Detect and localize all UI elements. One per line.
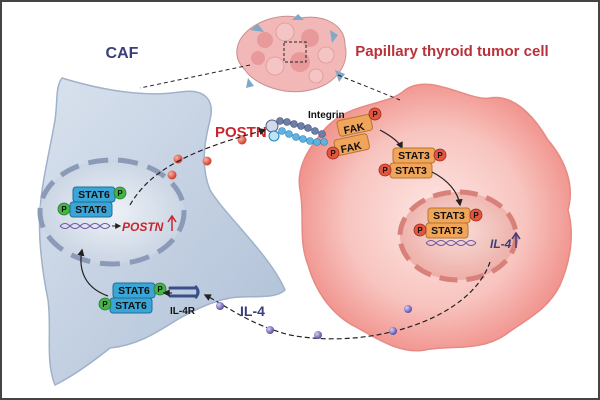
integrin-label: Integrin [308,110,345,121]
tumor-tissue-cluster [236,14,347,93]
il4-gene-label: IL-4 [490,237,512,251]
stat6-cyto-phospho-right: P [157,285,163,294]
stat6-translocation-arrow [77,248,109,297]
postn-label: POSTN [215,124,267,141]
stat6-nuc-top: STAT6 [78,189,110,201]
stat6-cyto-bottom: STAT6 [115,300,147,312]
il4-upregulation-arrow [511,231,521,248]
stat3-cyto-bottom: STAT3 [395,165,427,177]
il4r-label: IL-4R [170,306,196,317]
stat3-nuc-bottom: STAT3 [431,225,463,237]
stat6-nuc-bottom: STAT6 [75,204,107,216]
fak-bottom: FAK [340,140,363,156]
stat6-nuc-phospho-right: P [117,189,123,198]
zoom-line-left [139,64,251,89]
stat6-cyto-top: STAT6 [118,285,150,297]
integrin-receptor [265,117,328,146]
stat3-nuc-top: STAT3 [433,210,465,222]
tumor-dna-helix [425,240,477,246]
stat3-translocation-arrow [431,171,463,207]
stat3-nucleus-complex: STAT3 STAT3 P P [413,207,483,239]
fak-phospho-top: P [372,110,378,119]
tumor-title: Papillary thyroid tumor cell [355,43,548,60]
stat3-cyto-phospho-right: P [437,151,443,160]
stat6-nucleus-complex: STAT6 STAT6 P P [57,186,127,218]
caf-dna-helix [59,223,111,229]
stat3-cyto-phospho-left: P [382,166,388,175]
il4-secretion-arrow [203,261,491,340]
stat3-nuc-phospho-right: P [473,211,479,220]
stat6-cyto-phospho-left: P [102,300,108,309]
fak-phospho-bottom: P [330,149,336,158]
il4-ligand-particles [216,302,412,339]
fak-complex: FAK FAK P P [326,107,382,160]
stat3-cyto-top: STAT3 [398,150,430,162]
il4r-receptor [168,284,200,300]
postn-upregulation-arrow [167,214,177,231]
stat3-cytoplasm-complex: STAT3 STAT3 P P [378,147,447,179]
fak-top: FAK [343,121,366,137]
postn-secretion-arrow [129,128,267,206]
il4-label: IL-4 [240,303,265,319]
caf-title: CAF [106,45,139,62]
fak-to-stat3-arrow [379,129,403,150]
stat6-cytoplasm-complex: STAT6 STAT6 P P [98,282,167,314]
postn-gene-label: POSTN [122,220,164,234]
stat6-nuc-phospho-left: P [61,205,67,214]
stat3-nuc-phospho-left: P [417,226,423,235]
